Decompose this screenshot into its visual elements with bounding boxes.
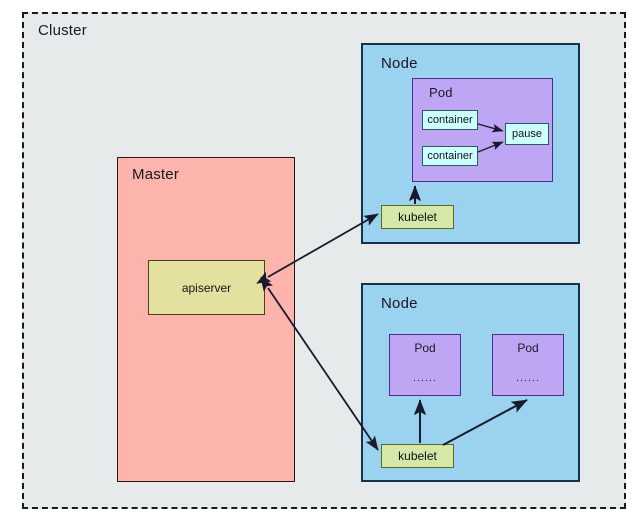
pod-b-dots: ...... bbox=[516, 373, 540, 384]
apiserver-label: apiserver bbox=[181, 280, 232, 295]
kubelet-top-label: kubelet bbox=[398, 210, 437, 224]
master-label: Master bbox=[132, 166, 180, 183]
container-box-1: container bbox=[422, 110, 478, 130]
apiserver-box: apiserver bbox=[148, 260, 265, 315]
pod-a-dots: ...... bbox=[413, 373, 437, 384]
pause-label: pause bbox=[512, 128, 542, 140]
master-box: Master bbox=[117, 157, 295, 482]
pod-a-box: Pod ...... bbox=[389, 334, 461, 396]
cluster-label: Cluster bbox=[38, 22, 87, 39]
kubelet-bottom-box: kubelet bbox=[381, 444, 454, 468]
pause-container-box: pause bbox=[505, 123, 549, 145]
kubelet-top-box: kubelet bbox=[381, 205, 454, 229]
container-label-2: container bbox=[427, 150, 473, 162]
container-label-1: container bbox=[427, 114, 473, 126]
pod-b-label: Pod bbox=[517, 341, 539, 355]
kubelet-bottom-label: kubelet bbox=[398, 449, 437, 463]
node-bottom-label: Node bbox=[381, 295, 418, 312]
pod-b-box: Pod ...... bbox=[492, 334, 564, 396]
container-box-2: container bbox=[422, 146, 478, 166]
node-top-label: Node bbox=[381, 55, 418, 72]
pod-a-label: Pod bbox=[414, 341, 436, 355]
pod-top-label: Pod bbox=[429, 85, 453, 100]
